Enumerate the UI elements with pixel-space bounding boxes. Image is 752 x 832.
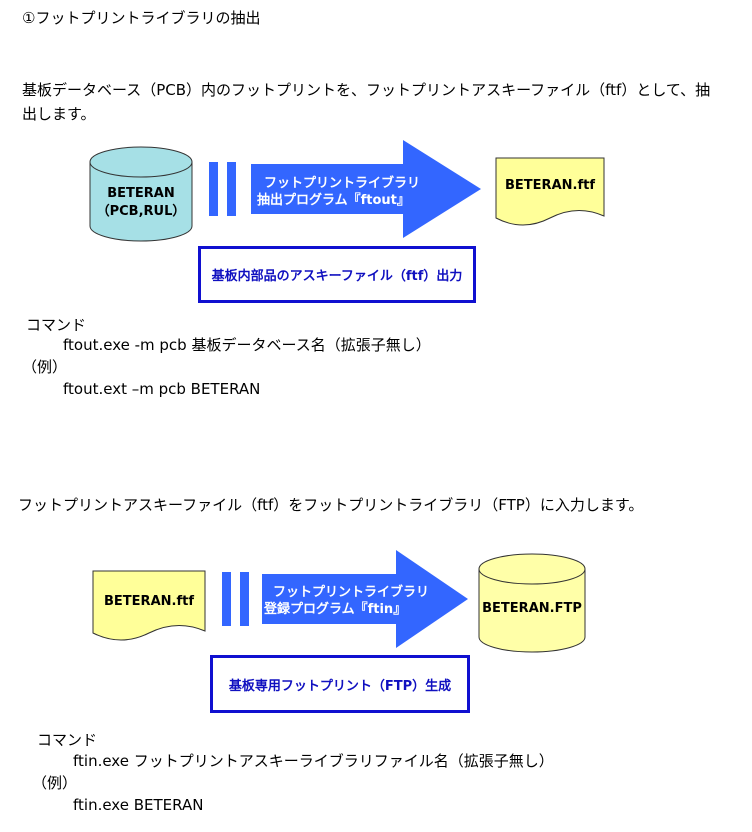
section1-description-line2: 出します。	[22, 105, 96, 123]
command-syntax: ftout.exe -m pcb 基板データベース名（拡張子無し）	[63, 336, 431, 354]
arrow-bar-icon	[240, 572, 249, 626]
database-cylinder-icon	[89, 146, 193, 242]
section1-description-line1: 基板データベース（PCB）内のフットプリントを、フットプリントアスキーファイル（…	[22, 81, 711, 99]
process-arrow-icon	[251, 140, 481, 238]
output-box: 基板専用フットプリント（FTP）生成	[210, 655, 470, 713]
arrow-bar-icon	[222, 572, 231, 626]
arrow-bar-icon	[227, 162, 236, 216]
document-icon	[92, 570, 206, 641]
arrow-bar-icon	[209, 162, 218, 216]
output-box: 基板内部品のアスキーファイル（ftf）出力	[198, 246, 476, 303]
example-command: ftin.exe BETERAN	[73, 796, 204, 814]
document-label: BETERAN.ftf	[104, 594, 194, 609]
section2-description: フットプリントアスキーファイル（ftf）をフットプリントライブラリ（FTP）に入…	[18, 496, 644, 514]
example-label: （例）	[32, 774, 78, 792]
example-label: （例）	[22, 358, 68, 376]
example-command: ftout.ext –m pcb BETERAN	[63, 380, 261, 398]
cylinder-label: BETERAN.FTP	[482, 601, 582, 616]
database-cylinder-icon	[478, 553, 586, 653]
document-label: BETERAN.ftf	[505, 178, 595, 193]
command-syntax: ftin.exe フットプリントアスキーライブラリファイル名（拡張子無し）	[73, 752, 554, 770]
arrow-label: フットプリントライブラリ 登録プログラム『ftin』	[264, 585, 430, 617]
arrow-label: フットプリントライブラリ 抽出プログラム『ftout』	[257, 176, 421, 208]
cylinder-label: BETERAN （PCB,RUL）	[96, 186, 186, 219]
command-label: コマンド	[26, 316, 87, 334]
page-title: ①フットプリントライブラリの抽出	[22, 9, 261, 27]
process-arrow-icon	[262, 550, 468, 648]
document-icon	[495, 157, 605, 226]
command-label: コマンド	[37, 731, 98, 749]
